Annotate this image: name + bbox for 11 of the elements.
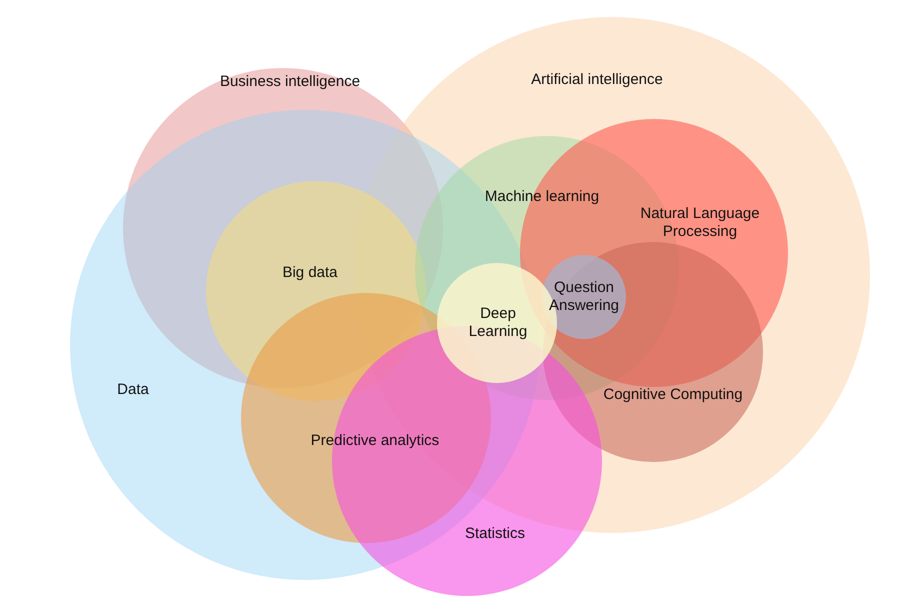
circle-label: Natural Language Processing [639,205,761,241]
circle-label: Predictive analytics [310,432,440,450]
circle-label: Statistics [464,525,526,543]
circle-label: Data [116,381,150,399]
circle-label: Artificial intelligence [530,71,664,89]
circle-label: Cognitive Computing [602,386,744,404]
circle-label: Question Answering [548,279,620,315]
circle-label: Deep Learning [468,305,528,341]
circle-label: Big data [281,264,339,282]
circle-label: Machine learning [484,188,600,206]
circle-label: Business intelligence [218,73,362,91]
